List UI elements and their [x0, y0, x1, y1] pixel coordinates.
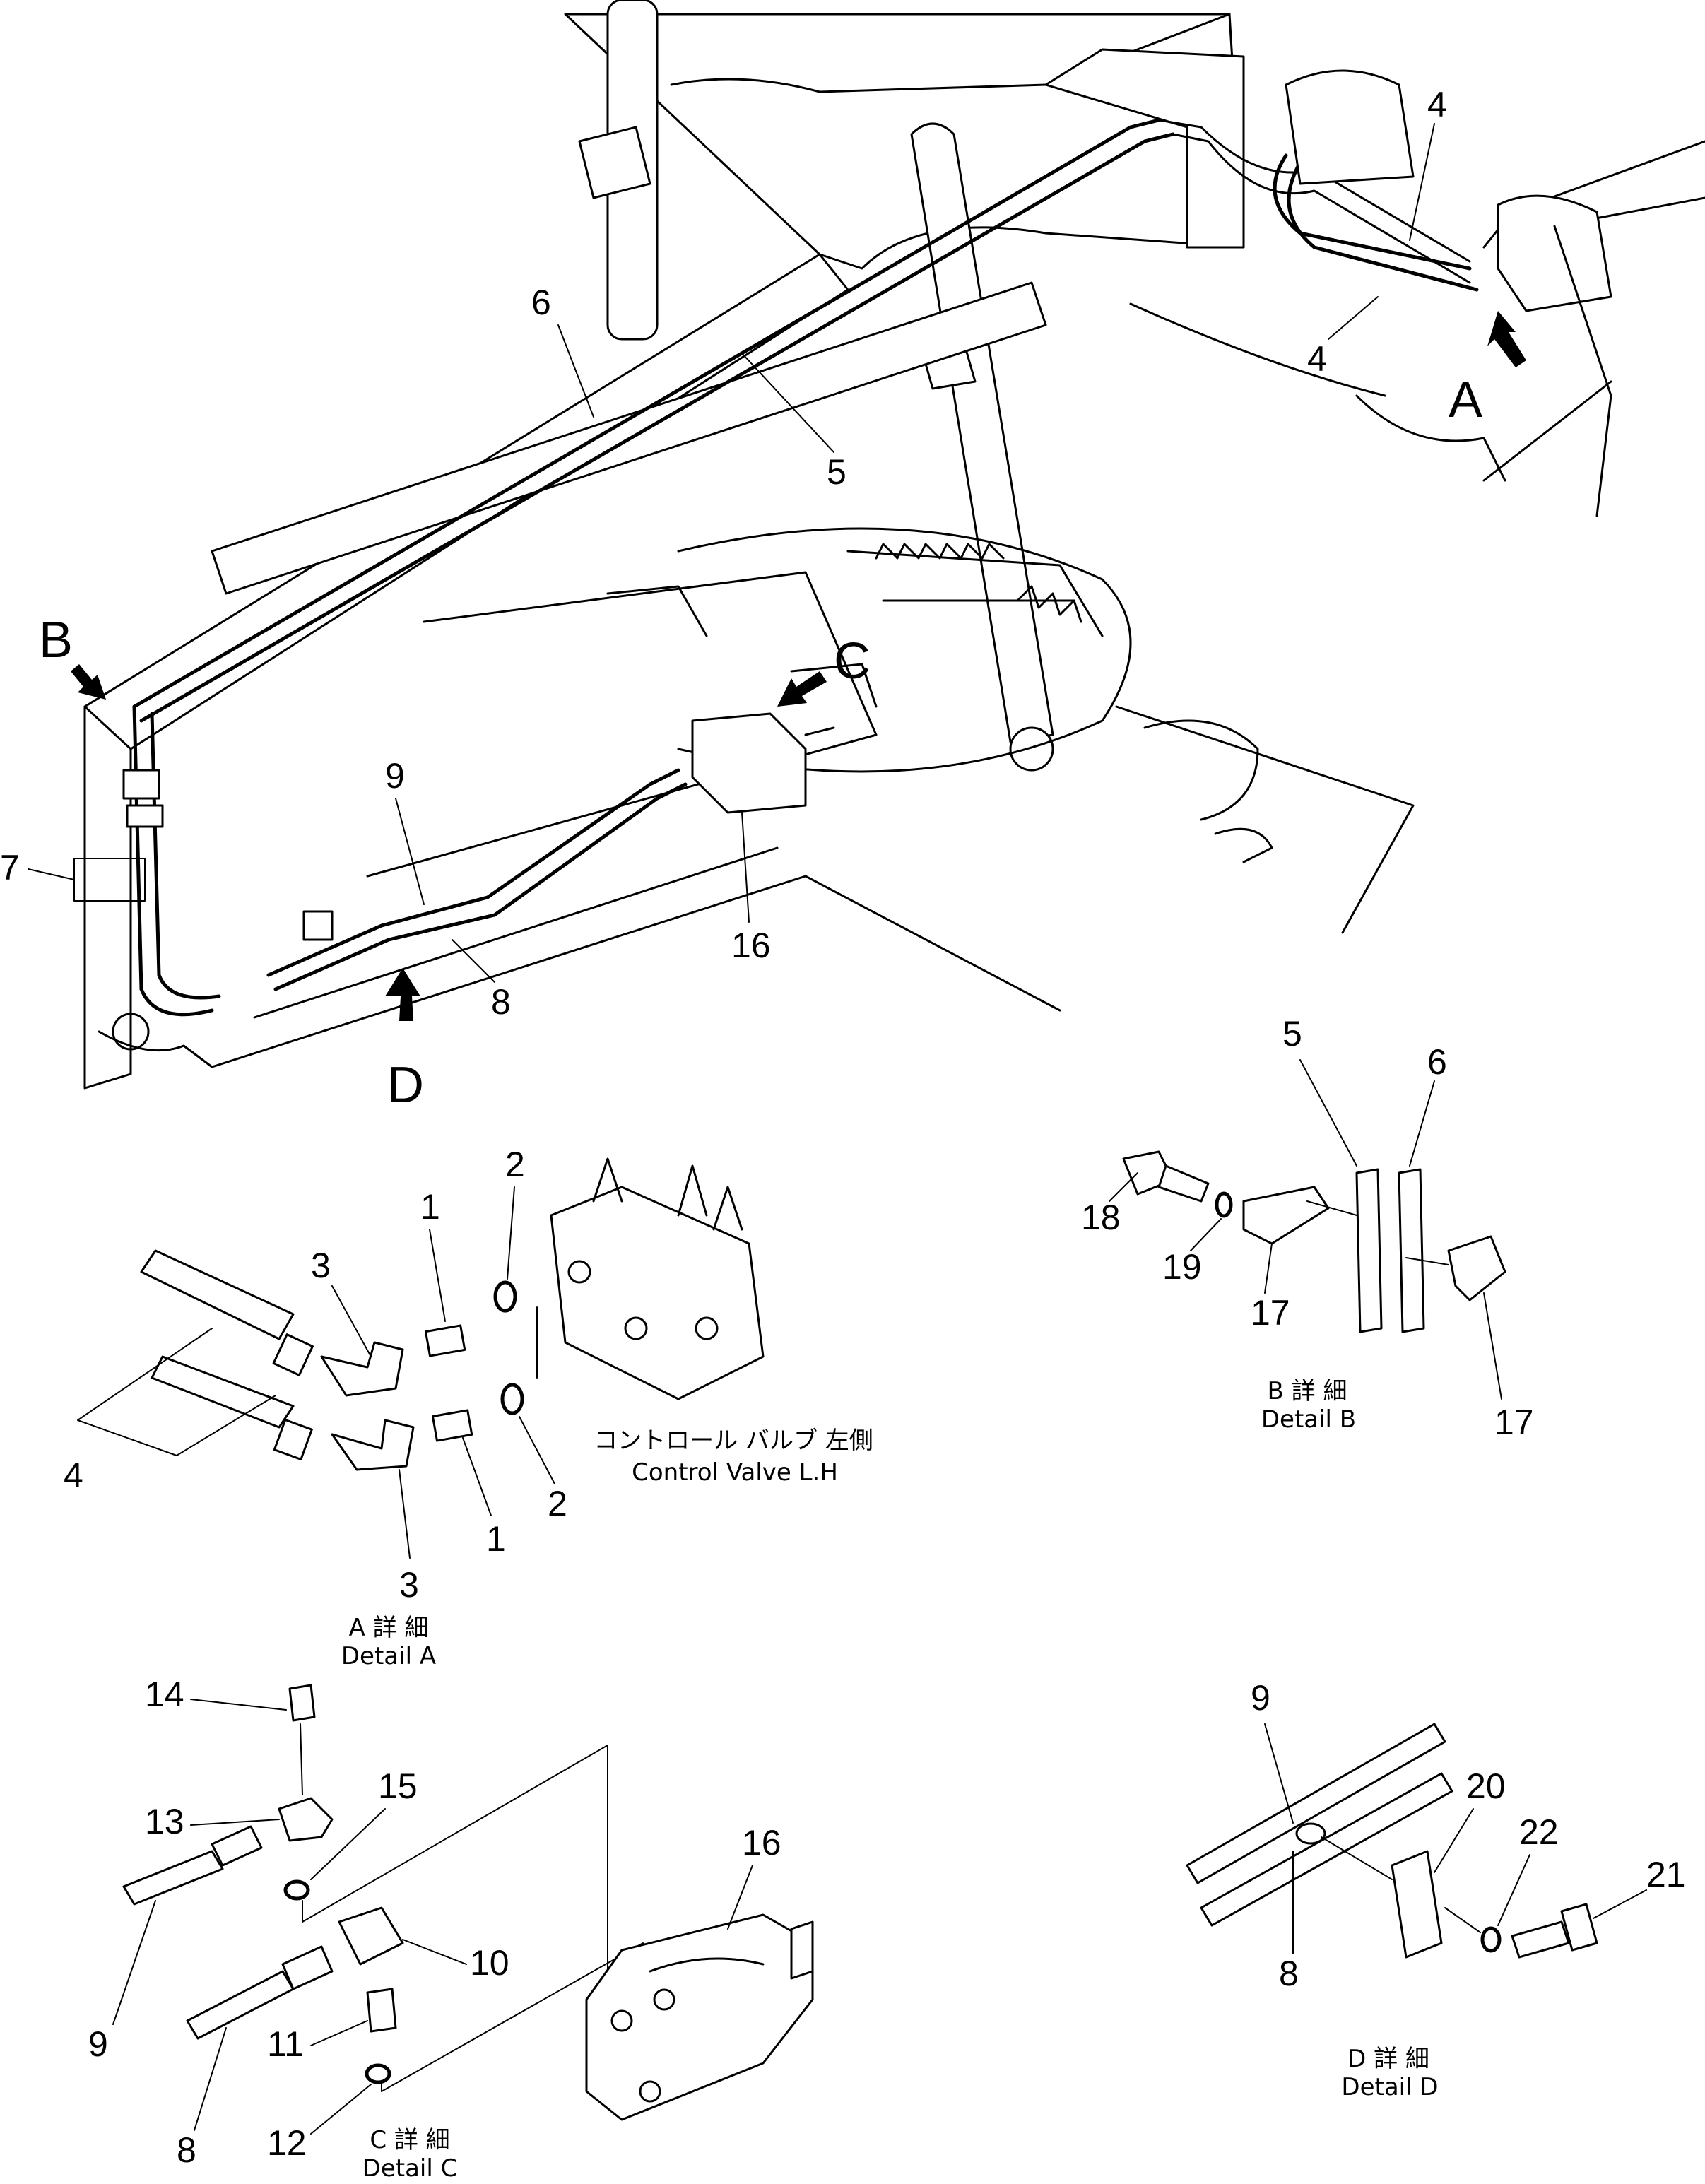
- callout-label: 22: [1519, 1812, 1559, 1852]
- callout-label: 8: [491, 982, 511, 1022]
- detail-d: 9 20 22 21 8 D 詳 細 Detail D: [1186, 1678, 1686, 2101]
- callout-label: 6: [1427, 1042, 1447, 1082]
- callout-label: 9: [385, 756, 405, 796]
- callout-label: 4: [1307, 339, 1327, 379]
- detail-b: 5 6 18 19 17 17 B 詳 細 Detail B: [1081, 1014, 1534, 1442]
- callout-label: 6: [531, 283, 551, 322]
- detail-a-caption-en: Detail A: [341, 1642, 436, 1670]
- callout-label: 1: [420, 1187, 440, 1227]
- detail-d-caption-en: Detail D: [1341, 2073, 1438, 2101]
- view-arrow-a: A: [1449, 311, 1526, 428]
- main-callouts: 4 4 6 5 7 9 8 16: [0, 85, 1447, 1022]
- callout-label: 17: [1494, 1403, 1534, 1442]
- control-valve-caption-jp: コントロール バルブ 左側: [594, 1427, 873, 1455]
- detail-b-caption-jp: B 詳 細: [1268, 1377, 1347, 1405]
- callout-label: 4: [64, 1456, 83, 1495]
- view-arrow-d: D: [385, 968, 424, 1114]
- callout-label: 4: [1427, 85, 1447, 124]
- callout-label: 19: [1162, 1247, 1202, 1287]
- callout-label: 3: [399, 1565, 419, 1605]
- detail-c-caption-jp: C 詳 細: [370, 2126, 449, 2154]
- callout-label: 13: [145, 1802, 184, 1841]
- view-letter-b: B: [39, 612, 73, 668]
- view-arrow-b: B: [39, 612, 106, 700]
- detail-a-caption-jp: A 詳 細: [349, 1614, 429, 1642]
- callout-label: 16: [742, 1823, 781, 1863]
- callout-label: 21: [1646, 1855, 1686, 1894]
- callout-label: 2: [505, 1145, 525, 1184]
- main-assembly-view: [83, 0, 1705, 1090]
- view-letter-a: A: [1449, 372, 1482, 428]
- callout-label: 14: [145, 1675, 184, 1714]
- callout-label: 8: [1279, 1954, 1299, 1993]
- view-letter-c: C: [834, 633, 871, 690]
- callout-label: 20: [1466, 1766, 1506, 1806]
- detail-c: 14 13 15 10 11 9 8 12 16 C 詳 細 Detail C: [88, 1675, 814, 2183]
- callout-label: 10: [470, 1943, 509, 1983]
- callout-label: 16: [731, 926, 771, 965]
- detail-c-caption-en: Detail C: [362, 2154, 458, 2183]
- callout-label: 3: [311, 1246, 331, 1285]
- control-valve-caption-en: Control Valve L.H: [632, 1458, 838, 1487]
- callout-label: 5: [827, 452, 846, 492]
- detail-b-caption-en: Detail B: [1261, 1405, 1356, 1434]
- callout-label: 11: [267, 2024, 304, 2064]
- detail-a: 1 2 3 4 3 1 2 コントロール バルブ 左側 Control Valv…: [64, 1145, 873, 1670]
- callout-label: 7: [0, 848, 20, 887]
- view-letter-d: D: [387, 1057, 424, 1114]
- callout-label: 18: [1081, 1198, 1121, 1237]
- callout-label: 9: [1251, 1678, 1270, 1718]
- view-arrow-c: C: [777, 633, 871, 707]
- callout-label: 12: [267, 2123, 307, 2163]
- detail-d-caption-jp: D 詳 細: [1347, 2045, 1429, 2073]
- callout-label: 5: [1282, 1014, 1302, 1053]
- callout-label: 9: [88, 2024, 108, 2064]
- callout-label: 15: [378, 1766, 418, 1806]
- callout-label: 8: [177, 2130, 196, 2170]
- callout-label: 1: [486, 1519, 506, 1559]
- callout-label: 2: [548, 1484, 567, 1523]
- callout-label: 17: [1251, 1293, 1290, 1333]
